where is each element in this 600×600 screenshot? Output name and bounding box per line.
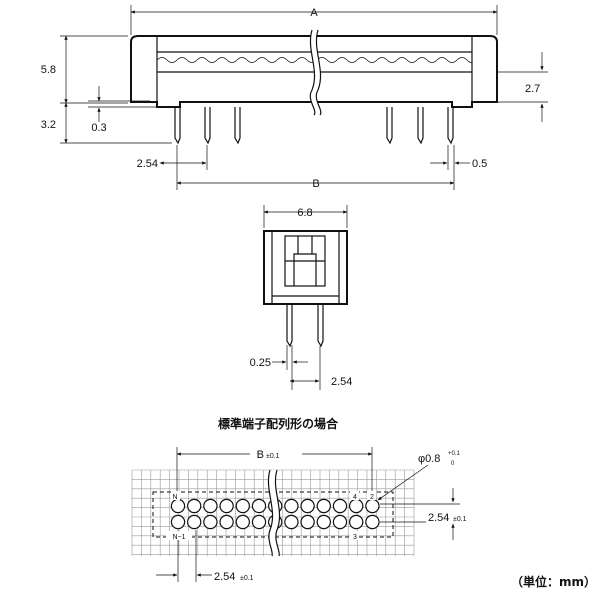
pad-hole xyxy=(219,514,234,530)
label-bg xyxy=(212,568,260,582)
pin xyxy=(386,107,393,145)
pin xyxy=(204,107,211,145)
dim-standoff-label: 0.3 xyxy=(91,122,106,134)
end-view: 6.8 0.25 2.54 xyxy=(250,205,352,390)
pin-label-3: 3 xyxy=(353,534,357,541)
pad-hole xyxy=(365,514,380,530)
dim-height-label: 5.8 xyxy=(41,64,56,76)
dim-pin-label: 3.2 xyxy=(41,119,56,131)
dim-width-label: 6.8 xyxy=(297,207,312,219)
break-fill xyxy=(310,30,321,115)
break-mark xyxy=(315,29,322,116)
pad-hole xyxy=(235,498,250,514)
footprint-title: 標準端子配列形の場合 xyxy=(218,416,339,431)
dim-b-label: B xyxy=(312,178,319,190)
dim-pinwidth-label: 0.5 xyxy=(472,158,487,170)
pad-hole xyxy=(203,514,218,530)
pad-hole xyxy=(300,498,315,514)
leader-line xyxy=(377,464,429,501)
dim-b-label: B xyxy=(257,449,264,461)
pad-array xyxy=(170,498,380,530)
pad-hole xyxy=(316,514,331,530)
dim-b-tol: ±0.1 xyxy=(266,453,280,460)
label-bg xyxy=(171,491,180,500)
dim-a-label: A xyxy=(310,7,318,19)
dim-thk-label: 0.25 xyxy=(250,357,271,369)
dim-col-tol: ±0.1 xyxy=(240,575,254,582)
pin xyxy=(417,107,424,145)
pin xyxy=(174,107,181,145)
pad-hole xyxy=(251,514,267,530)
dim-row-label: 2.54 xyxy=(331,376,352,388)
pin xyxy=(447,107,454,145)
pin-label-n: N xyxy=(172,494,177,501)
pad-hole xyxy=(186,498,202,514)
end-key xyxy=(293,236,317,286)
hole-dia-label: φ0.8 xyxy=(418,453,440,465)
break-mark xyxy=(274,469,281,557)
label-bg xyxy=(166,531,192,540)
pad-hole xyxy=(365,498,380,514)
pad-hole xyxy=(349,514,364,530)
pin xyxy=(286,304,293,348)
side-view: A 5.8 3.2 0.3 xyxy=(41,5,548,190)
pin-label-n-1: N−1 xyxy=(172,534,185,541)
pad-hole xyxy=(219,498,234,514)
dim-col-label: 2.54 xyxy=(214,571,235,583)
pin xyxy=(317,304,324,348)
dim-row-tol: ±0.1 xyxy=(453,516,467,523)
label-bg xyxy=(250,446,302,460)
pad-hole xyxy=(186,514,202,530)
hole-tol-plus: +0.1 xyxy=(448,451,461,457)
pad-hole xyxy=(300,514,315,530)
pad-hole xyxy=(251,498,267,514)
hole-tol-minus: 0 xyxy=(451,461,455,467)
break-fill xyxy=(268,470,280,556)
label-bg xyxy=(350,491,359,500)
pad-hole xyxy=(332,498,348,514)
break-mark xyxy=(309,29,316,116)
pin-label-2: 2 xyxy=(370,494,374,501)
label-bg xyxy=(426,509,476,523)
pad-hole xyxy=(284,514,299,530)
dim-depth-label: 2.7 xyxy=(525,83,540,95)
pad-hole xyxy=(332,514,348,530)
pin-label-4: 4 xyxy=(353,494,357,501)
dim-pitch-label: 2.54 xyxy=(137,158,158,170)
break-mark xyxy=(267,469,274,557)
footprint: 標準端子配列形の場合 B ±0.1 φ0.8 +0.1 0 2.54 ±0.1 xyxy=(131,416,476,583)
pad-hole xyxy=(170,514,186,530)
label-bg xyxy=(350,531,359,540)
pad-hole xyxy=(349,498,364,514)
pad-hole xyxy=(203,498,218,514)
pad-hole xyxy=(316,498,331,514)
connector-body xyxy=(130,35,498,108)
pin xyxy=(234,107,241,145)
pad-hole xyxy=(170,498,186,514)
dim-row-label: 2.54 xyxy=(428,512,449,524)
pad-hole xyxy=(284,498,299,514)
end-body xyxy=(263,230,348,305)
label-bg xyxy=(367,491,376,500)
pad-hole xyxy=(235,514,250,530)
unit-note: （単位：mm） xyxy=(511,574,596,589)
